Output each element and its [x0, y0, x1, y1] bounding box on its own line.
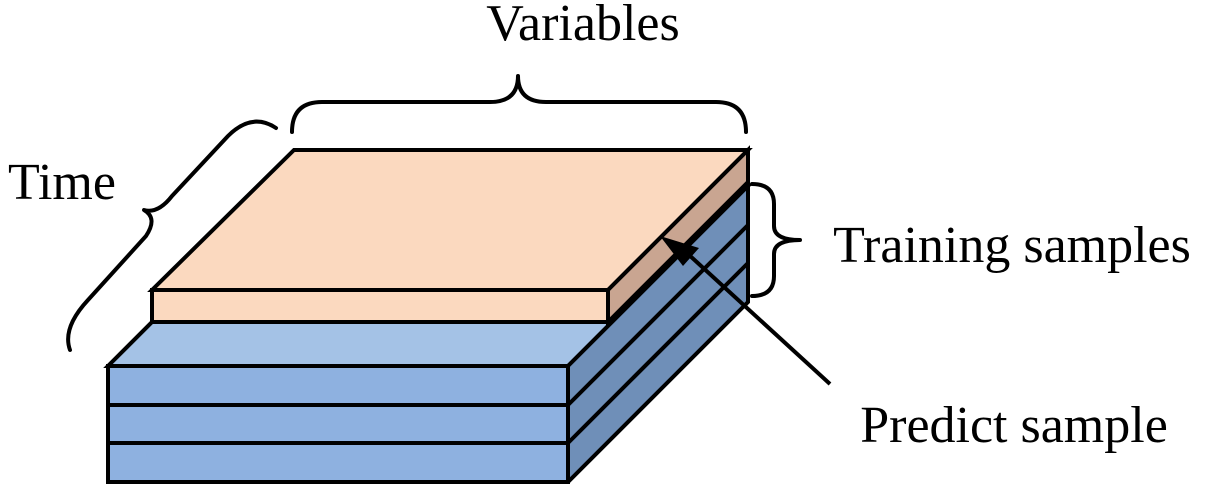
arrow-head — [660, 236, 699, 266]
predict-sample-label: Predict sample — [860, 397, 1168, 454]
predict-slab — [147, 145, 753, 327]
predict-front-face — [150, 288, 610, 324]
predict-sample-arrow — [660, 236, 832, 386]
time-label: Time — [8, 154, 116, 211]
predict-side-face — [606, 145, 750, 327]
training-samples-brace — [750, 182, 802, 298]
arrow-shaft — [686, 252, 832, 386]
training-layer-divider — [566, 261, 750, 445]
variables-label: Variables — [486, 0, 679, 52]
time-brace — [66, 119, 278, 352]
variables-brace — [290, 74, 748, 134]
training-samples-label: Training samples — [833, 217, 1191, 274]
training-layer-divider — [566, 223, 750, 407]
training-front-face — [106, 364, 570, 484]
